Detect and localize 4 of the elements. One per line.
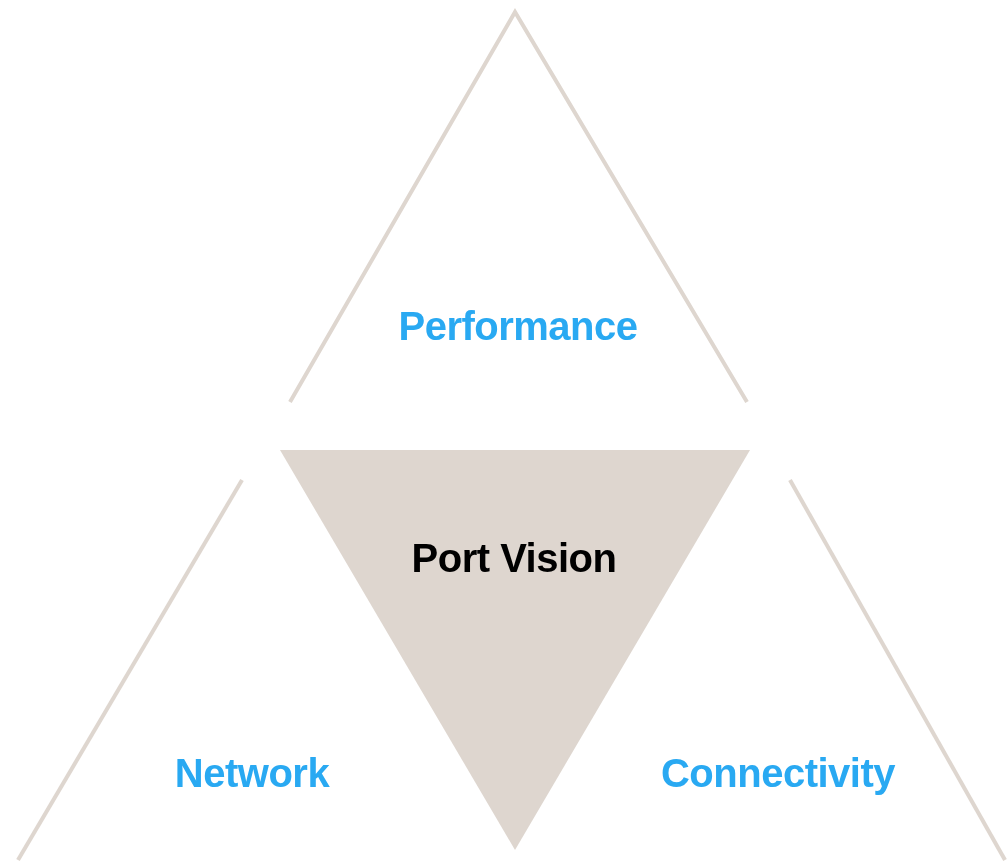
segment-label: Network (174, 750, 330, 796)
center-label: Port Vision (411, 535, 617, 581)
segment-label: Connectivity (661, 750, 895, 796)
segment-label: Performance (398, 303, 638, 349)
